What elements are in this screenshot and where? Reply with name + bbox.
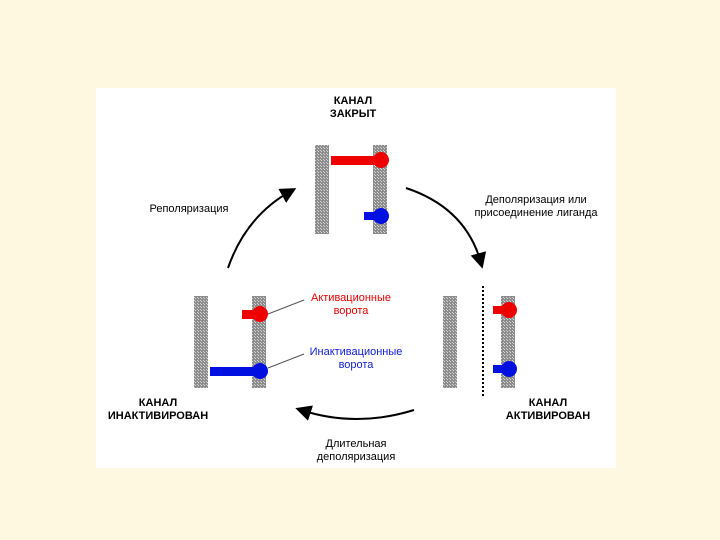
state-closed-line2: ЗАКРЫТ (329, 108, 377, 120)
channel-closed (315, 145, 389, 234)
inactivation-gate-ball (373, 208, 389, 224)
transition-depolarization-label: Деполяризация или присоединение лиганда (456, 194, 616, 220)
membrane-wall-left (194, 296, 208, 388)
transition-prolonged-line1: Длительная (325, 438, 387, 450)
inactivation-gate-label: Инактивационные ворота (294, 346, 418, 372)
state-inactivated-line2: ИНАКТИВИРОВАН (107, 410, 209, 422)
state-activated-label: КАНАЛ АКТИВИРОВАН (488, 397, 608, 423)
channel-inactivated (194, 296, 268, 388)
inactivation-gate-bar (364, 212, 376, 220)
state-closed-line1: КАНАЛ (333, 95, 373, 107)
activation-gate-bar (242, 310, 256, 319)
inactivation-gate-ball (501, 361, 517, 377)
transition-repolarization-line1: Реполяризация (149, 203, 229, 215)
transition-prolonged-label: Длительная деполяризация (296, 438, 416, 464)
arrow-depolarization (405, 187, 487, 269)
transition-prolonged-line2: деполяризация (316, 451, 396, 463)
inactivation-gate-bar (493, 365, 505, 373)
activation-gate-label: Активационные ворота (294, 292, 408, 318)
state-activated-line2: АКТИВИРОВАН (505, 410, 591, 422)
diagram-slide: КАНАЛ ЗАКРЫТ КАНАЛ АКТИВИРОВАН КАНАЛ ИНА… (96, 88, 616, 468)
membrane-wall-left (315, 145, 329, 234)
transition-depolarization-line1: Деполяризация или (485, 194, 587, 206)
inactivation-gate-ball (252, 363, 268, 379)
transition-repolarization-label: Реполяризация (134, 203, 244, 216)
transition-depolarization-line2: присоединение лиганда (474, 207, 598, 219)
arrow-prolonged (295, 405, 415, 421)
channel-activated (443, 286, 517, 398)
activation-gate-line2: ворота (333, 305, 369, 317)
state-inactivated-line1: КАНАЛ (138, 397, 178, 409)
activation-gate-bar (331, 156, 379, 165)
activation-gate-ball (252, 306, 268, 322)
inactivation-gate-line2: ворота (338, 359, 374, 371)
inactivation-gate-line1: Инактивационные (309, 346, 403, 358)
inactivation-gate-pointer (267, 353, 305, 369)
activation-gate-ball (501, 302, 517, 318)
activation-gate-line1: Активационные (310, 292, 392, 304)
activation-gate-ball (373, 152, 389, 168)
state-inactivated-label: КАНАЛ ИНАКТИВИРОВАН (96, 397, 220, 423)
inactivation-gate-bar (210, 367, 256, 376)
arrow-repolarization (227, 188, 297, 269)
ion-channel-diagram (194, 145, 517, 421)
membrane-wall-left (443, 296, 457, 388)
activation-gate-pointer (267, 299, 305, 315)
state-closed-label: КАНАЛ ЗАКРЫТ (318, 95, 388, 121)
state-activated-line1: КАНАЛ (528, 397, 568, 409)
activation-gate-bar (493, 306, 505, 314)
